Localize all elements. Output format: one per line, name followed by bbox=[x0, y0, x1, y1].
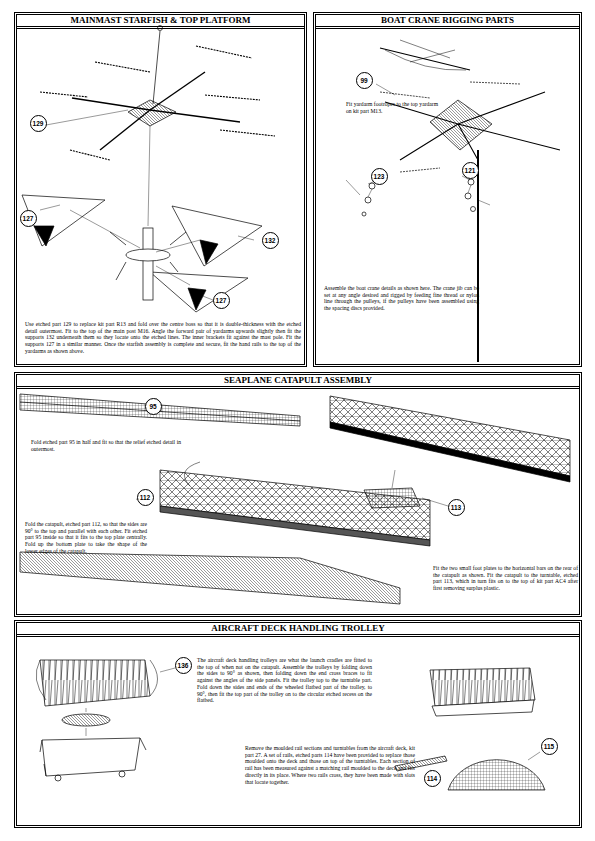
panel-heading: BOAT CRANE RIGGING PARTS bbox=[316, 15, 579, 29]
crane-drawing-stroke bbox=[385, 50, 466, 70]
trolley-drawing-stroke bbox=[36, 660, 157, 700]
starfish-drawing-stroke bbox=[172, 206, 262, 266]
crane-drawing-stroke bbox=[365, 197, 371, 203]
callout-text: 129 bbox=[33, 120, 44, 127]
catapult-drawing-stroke bbox=[20, 394, 300, 426]
callout-number: 95 bbox=[145, 398, 162, 415]
trolley-drawing-stroke bbox=[448, 760, 545, 790]
crane-drawing-stroke bbox=[400, 40, 455, 62]
starfish-drawing-stroke bbox=[153, 31, 160, 104]
trolley-drawing-stroke bbox=[40, 738, 146, 776]
trolley-drawing-stroke bbox=[55, 775, 61, 781]
panel-heading: MAINMAST STARFISH & TOP PLATFORM bbox=[17, 15, 304, 29]
crane-drawing-stroke bbox=[468, 179, 474, 185]
callout-text: 113 bbox=[451, 504, 462, 511]
callout-number: 114 bbox=[424, 770, 441, 787]
trolley-drawing-stroke bbox=[432, 700, 534, 716]
callout-number: 113 bbox=[448, 499, 465, 516]
callout-text: 132 bbox=[265, 237, 276, 244]
crane-drawing-stroke bbox=[369, 183, 375, 189]
callout-number: 123 bbox=[371, 168, 388, 185]
callout-text: 136 bbox=[178, 662, 189, 669]
callout-text: 123 bbox=[374, 173, 385, 180]
callout-number: 136 bbox=[175, 657, 192, 674]
starfish-drawing-stroke bbox=[150, 272, 248, 312]
callout-number: 112 bbox=[137, 489, 154, 506]
starfish-drawing-stroke bbox=[70, 126, 200, 285]
instruction-text: Fold etched part 95 in half and fit so t… bbox=[31, 439, 181, 452]
callout-text: 121 bbox=[465, 167, 476, 174]
crane-drawing-stroke bbox=[362, 212, 366, 216]
starfish-drawing bbox=[22, 26, 275, 313]
trolley-drawing-stroke bbox=[430, 668, 535, 706]
crane-drawing-stroke bbox=[346, 180, 490, 205]
callout-number: 115 bbox=[541, 738, 558, 755]
starfish-drawing-stroke bbox=[40, 46, 275, 160]
callout-number: 127 bbox=[20, 210, 37, 227]
instruction-text: Use etched part 129 to replace kit part … bbox=[25, 321, 301, 355]
trolley-drawing-stroke bbox=[119, 771, 125, 777]
instruction-panel: SEAPLANE CATAPULT ASSEMBLY Fold etched pa… bbox=[14, 372, 582, 617]
callout-number: 132 bbox=[262, 232, 279, 249]
crane-drawing-stroke bbox=[465, 193, 471, 199]
callout-number: 121 bbox=[462, 162, 479, 179]
catapult-drawing-stroke bbox=[364, 488, 420, 508]
starfish-drawing-stroke bbox=[128, 100, 176, 126]
callout-text: 99 bbox=[360, 77, 367, 84]
starfish-drawing-stroke bbox=[143, 228, 153, 300]
panel-heading: AIRCRAFT DECK HANDLING TROLLEY bbox=[17, 623, 579, 637]
callout-text: 127 bbox=[23, 215, 34, 222]
catapult-drawing-stroke bbox=[160, 506, 430, 546]
callout-text: 127 bbox=[216, 297, 227, 304]
trolley-drawing-stroke bbox=[62, 714, 110, 726]
callout-text: 115 bbox=[544, 743, 555, 750]
catapult-drawing-stroke bbox=[20, 552, 400, 604]
starfish-drawing-stroke bbox=[34, 226, 54, 246]
trolley-drawing-stroke bbox=[40, 660, 150, 706]
crane-drawing-stroke bbox=[380, 82, 520, 172]
crane-drawing-stroke bbox=[380, 48, 470, 70]
starfish-drawing-stroke bbox=[188, 288, 206, 310]
instruction-text: Fold the catapult, etched part 112, so t… bbox=[25, 521, 147, 555]
callout-number: 127 bbox=[213, 292, 230, 309]
instruction-text: Assemble the boat crane details as shown… bbox=[324, 285, 479, 312]
crane-drawing bbox=[346, 40, 560, 362]
crane-drawing-stroke bbox=[477, 150, 479, 362]
callout-number: 99 bbox=[356, 72, 373, 89]
catapult-drawing-stroke bbox=[392, 470, 448, 506]
instruction-panel: AIRCRAFT DECK HANDLING TROLLEY The aircra… bbox=[14, 620, 582, 828]
panel-heading: SEAPLANE CATAPULT ASSEMBLY bbox=[17, 375, 579, 389]
catapult-drawing-stroke bbox=[160, 470, 430, 540]
instruction-text: Remove the moulded rail sections and tur… bbox=[245, 745, 415, 785]
starfish-drawing-stroke bbox=[110, 232, 186, 280]
starfish-drawing-stroke bbox=[40, 110, 254, 300]
callout-text: 112 bbox=[140, 494, 151, 501]
callout-text: 114 bbox=[427, 775, 438, 782]
catapult-drawing-stroke bbox=[184, 462, 200, 486]
instruction-panel: BOAT CRANE RIGGING PARTS Fit yardarm foot… bbox=[313, 12, 582, 367]
instruction-text: Fit the two small foot plates to the hor… bbox=[433, 565, 578, 592]
trolley-drawing-stroke bbox=[86, 708, 87, 736]
starfish-drawing-stroke bbox=[126, 249, 170, 261]
catapult-drawing-stroke bbox=[330, 422, 570, 482]
instruction-text: The aircraft deck handling trolleys are … bbox=[197, 657, 372, 704]
trolley-drawing-stroke bbox=[42, 738, 140, 776]
crane-drawing-stroke bbox=[368, 84, 470, 184]
instruction-panel: MAINMAST STARFISH & TOP PLATFORM Use etch… bbox=[14, 12, 307, 367]
starfish-drawing-stroke bbox=[200, 240, 218, 264]
callout-number: 129 bbox=[30, 115, 47, 132]
crane-drawing-stroke bbox=[471, 207, 476, 212]
callout-text: 95 bbox=[149, 403, 156, 410]
instruction-text: Fit yardarm footropes to the top yardarm… bbox=[346, 101, 438, 114]
